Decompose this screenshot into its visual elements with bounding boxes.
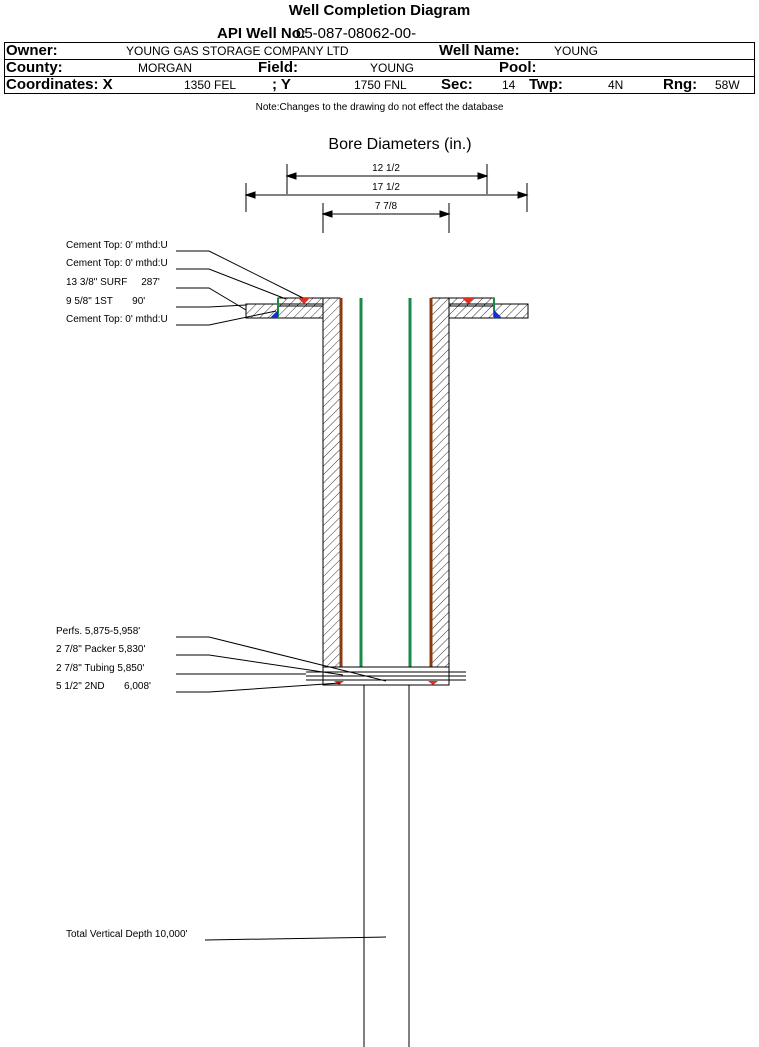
cement-marker-left — [298, 298, 310, 304]
bore-dim-3: 7 7/8 — [375, 201, 398, 212]
api-value: 05-087-08062-00- — [296, 25, 417, 42]
wellbore-walls — [322, 297, 450, 668]
rng-label: Rng: — [663, 76, 698, 93]
bore-dim-1: 12 1/2 — [372, 163, 400, 174]
cement-marker-right — [462, 298, 474, 304]
owner-label: Owner: — [6, 42, 58, 59]
coord-x-value: 1350 FEL — [184, 78, 237, 92]
packer-assembly — [306, 666, 466, 686]
surface-casing — [245, 297, 529, 319]
twp-label: Twp: — [529, 76, 563, 93]
rng-value: 58W — [715, 78, 740, 92]
callout-cement-top-1: Cement Top: 0' mthd:U — [66, 240, 168, 251]
bore-dim-2: 17 1/2 — [372, 182, 400, 193]
callout-first-casing: 9 5/8" 1ST 90' — [66, 296, 146, 307]
owner-row: Owner: YOUNG GAS STORAGE COMPANY LTD Wel… — [5, 42, 754, 59]
twp-value: 4N — [608, 78, 624, 92]
county-value: MORGAN — [138, 61, 192, 75]
coordinates-row: Coordinates: X 1350 FEL ; Y 1750 FNL Sec… — [5, 76, 754, 93]
field-value: YOUNG — [370, 61, 415, 75]
callout-surface-casing: 13 3/8" SURF 287' — [66, 277, 160, 288]
bore-dimensions — [244, 164, 529, 233]
callout-cement-top-2: Cement Top: 0' mthd:U — [66, 258, 168, 269]
diagram-title: Well Completion Diagram — [288, 2, 471, 19]
pool-label: Pool: — [499, 59, 537, 76]
county-label: County: — [6, 59, 63, 76]
well-name-value: YOUNG — [554, 44, 599, 58]
callout-packer: 2 7/8" Packer 5,830' — [56, 644, 146, 655]
callout-cement-top-3: Cement Top: 0' mthd:U — [66, 314, 168, 325]
field-label: Field: — [258, 59, 298, 76]
bore-diameters-title: Bore Diameters (in.) — [328, 136, 472, 153]
cement-blue-right — [494, 310, 502, 318]
api-label: API Well No: — [217, 25, 306, 42]
open-hole — [363, 685, 410, 1047]
well-info-table: Owner: YOUNG GAS STORAGE COMPANY LTD Wel… — [4, 42, 755, 94]
callout-total-depth: Total Vertical Depth 10,000' — [66, 929, 188, 940]
sec-label: Sec: — [441, 76, 473, 93]
top-leaders — [176, 250, 304, 326]
api-row: API Well No: 05-087-08062-00- — [0, 25, 759, 42]
callout-tubing: 2 7/8" Tubing 5,850' — [56, 663, 145, 674]
callout-perfs: Perfs. 5,875-5,958' — [56, 626, 141, 637]
bottom-leaders — [176, 636, 387, 941]
cement-blue-left — [270, 310, 278, 318]
well-name-label: Well Name: — [439, 42, 520, 59]
database-note: Note:Changes to the drawing do not effec… — [255, 102, 504, 113]
callout-second-casing: 5 1/2" 2ND 6,008' — [56, 681, 151, 692]
county-row: County: MORGAN Field: YOUNG Pool: — [5, 59, 754, 76]
sec-value: 14 — [502, 78, 516, 92]
coord-y-label: ; Y — [272, 76, 291, 93]
owner-value: YOUNG GAS STORAGE COMPANY LTD — [126, 44, 349, 58]
coord-y-value: 1750 FNL — [354, 78, 407, 92]
coord-x-label: Coordinates: X — [6, 76, 113, 93]
